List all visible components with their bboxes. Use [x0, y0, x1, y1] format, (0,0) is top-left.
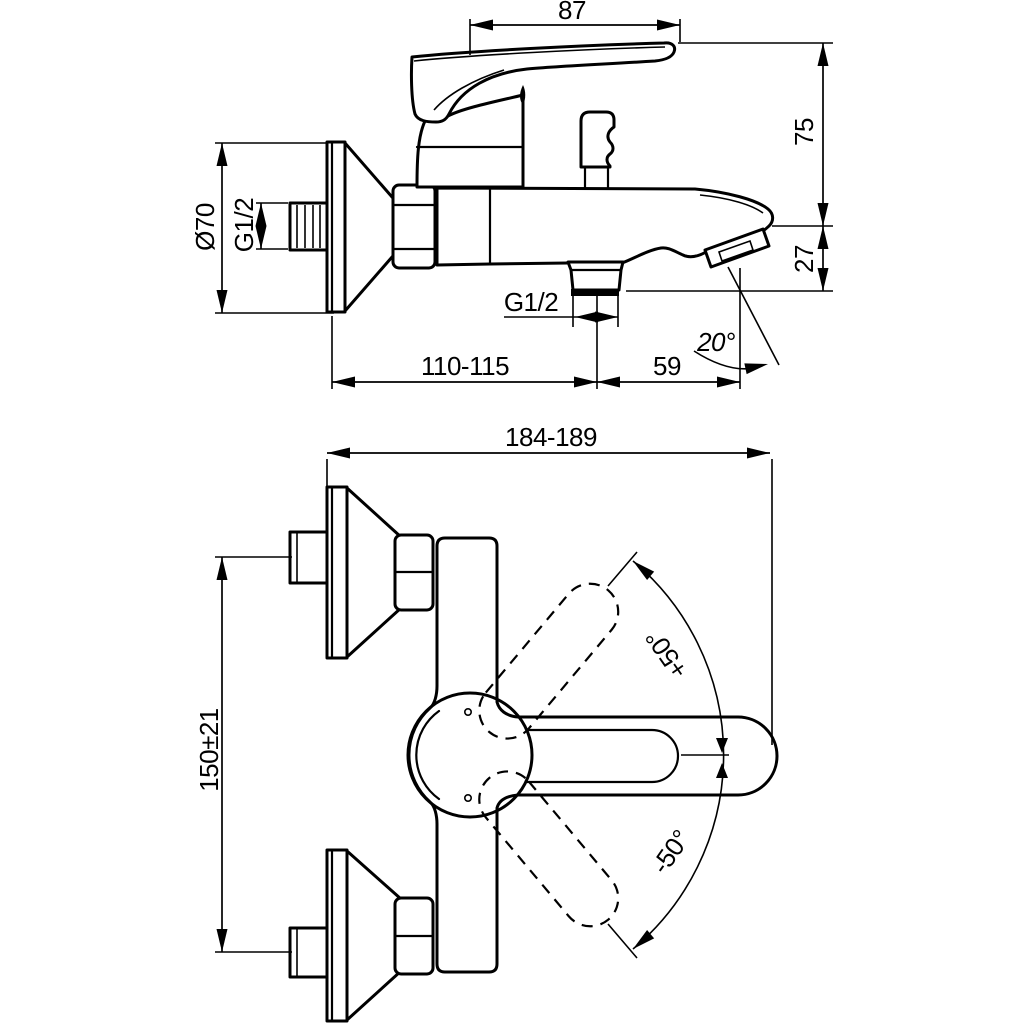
arrow	[332, 376, 355, 388]
escutcheon-cone-top	[345, 486, 403, 659]
dim-outlet-thread: G1/2	[504, 287, 558, 317]
arrow	[817, 43, 829, 66]
ext-184	[326, 459, 773, 745]
angled-axis-line	[727, 266, 780, 366]
shower-outlet-side	[566, 260, 625, 292]
lever-top-edge-detail	[413, 46, 666, 62]
aerator-insert	[717, 239, 755, 263]
lever-underside-detail	[433, 69, 505, 111]
arrow	[216, 557, 228, 580]
lever-handle-side	[409, 41, 677, 124]
arrow	[657, 19, 680, 31]
dim-spout-angle: 20°	[696, 327, 735, 357]
inlet-stub-side	[288, 201, 329, 252]
zero-marker-upper	[716, 738, 728, 753]
inlet-stub-top	[288, 530, 329, 585]
arrow	[216, 290, 228, 313]
dome-hole-lower	[463, 793, 472, 802]
stub-thread-lines	[296, 205, 321, 248]
escutcheon-plate-side	[325, 140, 347, 314]
arrow	[817, 226, 829, 249]
arrow	[216, 929, 228, 952]
arrow	[327, 447, 350, 459]
arrow	[744, 358, 770, 375]
side-view-dimensions	[215, 19, 833, 389]
ext-150	[215, 556, 292, 953]
ext-dia70	[215, 142, 334, 314]
arrow	[717, 376, 740, 388]
escutcheon-plate-bottom	[325, 848, 349, 1023]
dim-escutcheon-diameter: Ø70	[190, 203, 220, 251]
front-view-dimensions	[215, 447, 773, 959]
tick-down	[607, 923, 638, 959]
outlet-thread-band	[571, 289, 619, 296]
lever-inner-contour	[525, 728, 680, 784]
escutcheon-cone-bottom	[345, 849, 403, 1022]
lever-position-down-dashed	[478, 770, 620, 928]
dim-swing-down: -50°	[645, 824, 696, 879]
dim-height-above-spout: 75	[789, 118, 819, 146]
dim-inlet-spacing: 150±21	[194, 708, 224, 792]
lever-position-up-dashed	[478, 582, 620, 740]
hex-facets-side	[391, 203, 437, 251]
dim-spout-drop: 27	[789, 245, 819, 273]
side-view	[288, 41, 775, 314]
lever-shadow-sliver	[520, 85, 526, 105]
inlet-stub-bottom	[288, 926, 329, 979]
arrow	[574, 376, 597, 388]
diverter-knob	[579, 110, 616, 169]
dim-outlet-to-tip: 59	[653, 351, 681, 381]
arrow	[216, 143, 228, 166]
arrow	[595, 311, 618, 323]
front-view	[288, 485, 779, 1023]
dome-inner-arc	[415, 709, 441, 801]
escutcheon-cone-side	[343, 141, 401, 313]
arrow	[747, 447, 770, 459]
arrow	[817, 268, 829, 291]
arrow	[470, 19, 493, 31]
escutcheon-plate-top	[325, 485, 349, 660]
dim-handle-width: 87	[558, 0, 586, 25]
arrow	[597, 376, 620, 388]
dim-overall-width: 184-189	[505, 422, 597, 452]
dim-swing-up: +50°	[639, 624, 694, 684]
hex-nut-side	[391, 183, 437, 270]
spout-top-detail	[699, 194, 764, 214]
dim-wall-to-outlet: 110-115	[421, 351, 509, 381]
cartridge-dome	[406, 691, 534, 819]
dome-hole-upper	[463, 707, 472, 716]
zero-marker-lower	[716, 763, 728, 778]
arrow	[817, 203, 829, 226]
dim-inlet-thread: G1/2	[229, 198, 259, 252]
diverter-stem	[583, 165, 610, 190]
tick-up	[607, 551, 638, 587]
arrow	[575, 311, 598, 323]
